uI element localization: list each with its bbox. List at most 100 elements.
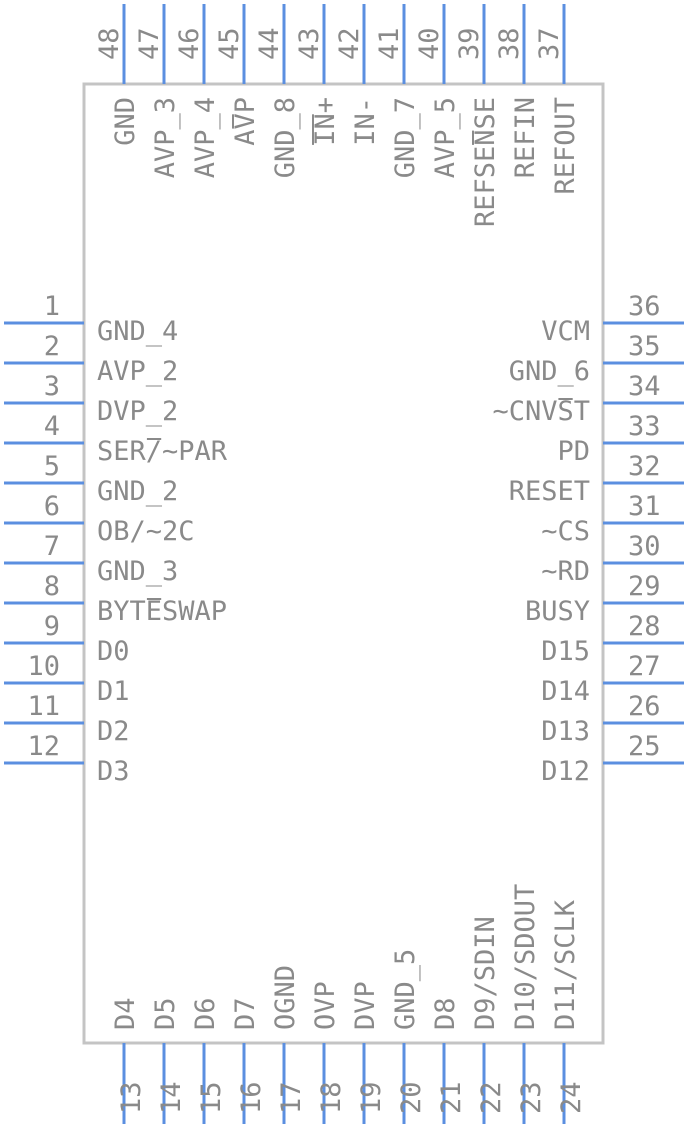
pin-name-d7-16: D7 xyxy=(230,997,261,1030)
pin-number-31: 31 xyxy=(628,491,661,522)
pin-name-d5-14: D5 xyxy=(150,997,181,1030)
pin-name-d8-21: D8 xyxy=(430,997,461,1030)
left-pin-group: 1GND_42AVP_23DVP_24SER/~PAR5GND_26OB/~2C… xyxy=(4,291,228,787)
pin-number-6: 6 xyxy=(44,491,60,522)
pin-number-16: 16 xyxy=(236,1081,267,1114)
pin-number-40: 40 xyxy=(414,27,445,60)
pin-number-8: 8 xyxy=(44,571,60,602)
pin-number-39: 39 xyxy=(454,27,485,60)
pin-number-42: 42 xyxy=(334,27,365,60)
pin-number-2: 2 xyxy=(44,331,60,362)
pin-name-refsense-39: REFSENSE xyxy=(470,97,501,227)
pin-name-gnd-8-44: GND_8 xyxy=(270,97,301,178)
pin-number-35: 35 xyxy=(628,331,661,362)
pin-name-d11-sclk-24: D11/SCLK xyxy=(550,899,581,1030)
pin-name-d4-13: D4 xyxy=(110,997,141,1030)
pin-number-22: 22 xyxy=(476,1081,507,1114)
pin-number-30: 30 xyxy=(628,531,661,562)
pin-number-23: 23 xyxy=(516,1081,547,1114)
pin-name-in-43: IN+ xyxy=(310,97,341,146)
pin-number-20: 20 xyxy=(396,1081,427,1114)
pin-name-gnd-2-5: GND_2 xyxy=(97,476,178,507)
pin-number-24: 24 xyxy=(556,1081,587,1114)
pin-name-in-42: IN- xyxy=(350,97,381,146)
pin-name-cs-31: ~CS xyxy=(541,516,590,547)
pin-name-avp-2-2: AVP_2 xyxy=(97,356,178,387)
pin-name-d0-9: D0 xyxy=(97,636,130,667)
pin-number-7: 7 xyxy=(44,531,60,562)
pin-name-d14-27: D14 xyxy=(541,676,590,707)
pin-number-25: 25 xyxy=(628,731,661,762)
pin-name-d15-28: D15 xyxy=(541,636,590,667)
ic-body xyxy=(82,82,605,1045)
pin-name-rd-30: ~RD xyxy=(541,556,590,587)
pin-name-ovp-18: OVP xyxy=(310,981,341,1030)
pin-name-busy-29: BUSY xyxy=(525,596,590,627)
pin-number-12: 12 xyxy=(27,731,60,762)
pin-number-26: 26 xyxy=(628,691,661,722)
pin-name-ob-2c-6: OB/~2C xyxy=(97,516,195,547)
pin-number-38: 38 xyxy=(494,27,525,60)
pin-name-d9-sdin-22: D9/SDIN xyxy=(470,916,501,1030)
pin-number-44: 44 xyxy=(254,27,285,60)
pin-number-17: 17 xyxy=(276,1081,307,1114)
pin-name-gnd-5-20: GND_5 xyxy=(390,949,421,1030)
pin-name-cnvst-34: ~CNVST xyxy=(492,396,590,427)
pin-number-14: 14 xyxy=(156,1081,187,1114)
pin-number-28: 28 xyxy=(628,611,661,642)
bottom-pin-group: 13 D4 14 D5 15 D6 16 D7 17 OGND 18 OVP 19 DVP 20 GND_5 2… xyxy=(110,884,587,1124)
pin-number-9: 9 xyxy=(44,611,60,642)
pin-number-37: 37 xyxy=(534,27,565,60)
pin-number-36: 36 xyxy=(628,291,661,322)
pin-name-reset-32: RESET xyxy=(509,476,590,507)
pin-number-29: 29 xyxy=(628,571,661,602)
pin-name-d6-15: D6 xyxy=(190,997,221,1030)
pin-name-gnd-48: GND xyxy=(110,97,141,146)
pin-number-47: 47 xyxy=(134,27,165,60)
pin-name-d2-11: D2 xyxy=(97,716,130,747)
pin-number-4: 4 xyxy=(44,411,60,442)
pin-name-gnd-6-35: GND_6 xyxy=(509,356,590,387)
pin-number-15: 15 xyxy=(196,1081,227,1114)
pin-number-18: 18 xyxy=(316,1081,347,1114)
pin-name-gnd-4-1: GND_4 xyxy=(97,316,178,347)
pin-number-19: 19 xyxy=(356,1081,387,1114)
pin-number-43: 43 xyxy=(294,27,325,60)
pin-number-27: 27 xyxy=(628,651,661,682)
pin-number-34: 34 xyxy=(628,371,661,402)
pin-name-gnd-7-41: GND_7 xyxy=(390,97,421,178)
pin-name-byteswap-8: BYTESWAP xyxy=(97,596,227,627)
pin-name-d13-26: D13 xyxy=(541,716,590,747)
pin-name-d1-10: D1 xyxy=(97,676,130,707)
pin-name-d12-25: D12 xyxy=(541,756,590,787)
pin-name-dvp-19: DVP xyxy=(350,981,381,1030)
pin-name-refout-37: REFOUT xyxy=(550,97,581,195)
pin-name-avp-3-47: AVP_3 xyxy=(150,97,181,178)
pin-number-45: 45 xyxy=(214,27,245,60)
pin-number-11: 11 xyxy=(27,691,60,722)
pin-number-1: 1 xyxy=(44,291,60,322)
pin-name-d3-12: D3 xyxy=(97,756,130,787)
pin-number-48: 48 xyxy=(94,27,125,60)
pin-name-avp-45: AVP xyxy=(230,97,261,146)
pin-name-gnd-3-7: GND_3 xyxy=(97,556,178,587)
pin-number-46: 46 xyxy=(174,27,205,60)
pin-number-41: 41 xyxy=(374,27,405,60)
pin-name-pd-33: PD xyxy=(557,436,590,467)
pin-number-32: 32 xyxy=(628,451,661,482)
pin-name-avp-4-46: AVP_4 xyxy=(190,97,221,178)
pin-name-ognd-17: OGND xyxy=(270,965,301,1030)
pin-number-5: 5 xyxy=(44,451,60,482)
pin-number-13: 13 xyxy=(116,1081,147,1114)
pin-name-refin-38: REFIN xyxy=(510,97,541,178)
pin-number-33: 33 xyxy=(628,411,661,442)
pin-name-d10-sdout-23: D10/SDOUT xyxy=(510,884,541,1030)
pin-number-10: 10 xyxy=(27,651,60,682)
pin-name-dvp-2-3: DVP_2 xyxy=(97,396,178,427)
pin-number-3: 3 xyxy=(44,371,60,402)
pin-number-21: 21 xyxy=(436,1081,467,1114)
